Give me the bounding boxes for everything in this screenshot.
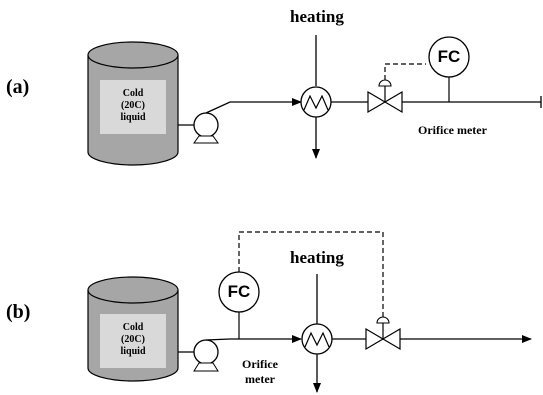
diagram-a [87, 35, 542, 166]
pump-b [193, 339, 219, 372]
meter-label-line: meter [245, 372, 275, 386]
signal-line-a [384, 63, 426, 80]
heat-exchanger-a [300, 35, 332, 159]
heating-label-a: heating [290, 7, 344, 26]
heat-exchanger-b [301, 274, 333, 393]
pump-a [193, 112, 219, 144]
control-valve-b [365, 316, 401, 351]
pipe-pump-to-exchanger-b [205, 335, 302, 343]
controller-label-a: FC [437, 47, 461, 66]
tank-label-a: Cold (20C) liquid [101, 88, 165, 124]
tank-label-line: liquid [120, 346, 146, 357]
meter-label-line: Orifice [242, 357, 278, 371]
signal-line-b [238, 231, 384, 322]
tank-b [87, 276, 179, 382]
panel-label-b: (b) [6, 301, 31, 323]
orifice-meter-label-b: Orifice meter [242, 357, 278, 387]
control-valve-a [367, 79, 403, 114]
tank-label-line: (20C) [121, 100, 145, 111]
tank-label-b: Cold (20C) liquid [101, 322, 165, 358]
controller-label-b: FC [227, 282, 251, 301]
panel-label-a: (a) [6, 76, 30, 98]
tank-label-line: (20C) [121, 334, 145, 345]
orifice-meter-label-a: Orifice meter [418, 123, 487, 137]
flow-controller-a [428, 36, 470, 78]
tank-label-line: liquid [120, 112, 146, 123]
tank-a [87, 41, 179, 166]
pipe-pump-to-exchanger-a [205, 98, 302, 114]
tank-label-line: Cold [122, 88, 144, 99]
diagram-b [87, 231, 532, 393]
tank-label-line: Cold [122, 322, 144, 333]
heating-label-b: heating [290, 248, 344, 267]
